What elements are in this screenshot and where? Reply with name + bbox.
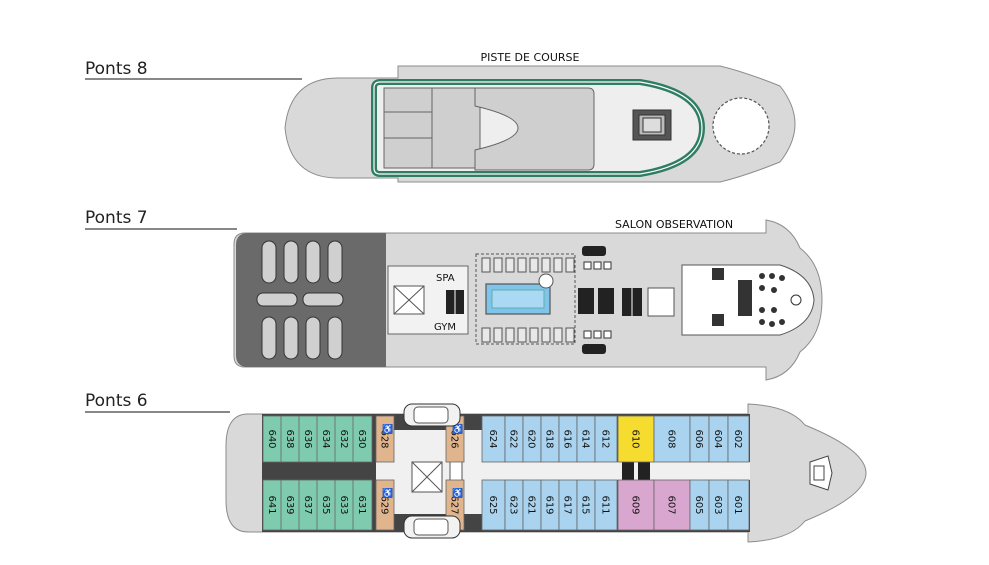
- cabin-628: [375, 415, 395, 463]
- cabin-number: 602: [732, 429, 743, 448]
- cabin-631: [352, 479, 373, 531]
- cabin-630: [352, 415, 373, 463]
- deck-8-title: Ponts 8: [85, 59, 148, 79]
- cabin-number: 612: [600, 429, 611, 448]
- deck-7-title: Ponts 7: [85, 208, 148, 228]
- cabin-number: 628: [379, 429, 390, 448]
- cabin-number: 601: [732, 495, 743, 514]
- pool-bar: [578, 288, 614, 314]
- jacuzzi: [538, 273, 554, 289]
- cabin-number: 605: [693, 495, 704, 514]
- spa-label: SPA: [436, 273, 455, 284]
- lifeboats: [256, 240, 344, 360]
- accessible-cabin-icon: ♿: [452, 487, 463, 498]
- cabin-number: 634: [320, 429, 331, 448]
- cabin-number: 638: [284, 429, 295, 448]
- accessible-cabin-icon: ♿: [452, 423, 463, 434]
- cabin-number: 616: [562, 429, 573, 448]
- running-track-label: PISTE DE COURSE: [481, 51, 580, 64]
- cabin-number: 641: [266, 495, 277, 514]
- sun-loungers-top: [481, 257, 575, 273]
- lounge-seating: [712, 268, 802, 327]
- cabin-number: 618: [544, 429, 555, 448]
- tables-top: [583, 261, 612, 339]
- cabin-601: [727, 479, 750, 531]
- pool-deck: [475, 253, 576, 345]
- cabin-number: 603: [712, 495, 723, 514]
- cabin-number: 630: [356, 429, 367, 448]
- deck-8: Ponts 8 PISTE DE COURSE: [85, 51, 796, 183]
- cabin-number: 631: [356, 495, 367, 514]
- tender-bottom: [403, 515, 461, 539]
- cabin-number: 606: [693, 429, 704, 448]
- cabin-number: 622: [508, 429, 519, 448]
- cabin-number: 617: [562, 495, 573, 514]
- deck-6-title: Ponts 6: [85, 391, 148, 411]
- cabin-number: 608: [666, 429, 677, 448]
- cabin-number: 629: [379, 495, 390, 514]
- cabin-610: [617, 415, 655, 463]
- cabin-number: 623: [508, 495, 519, 514]
- cabin-number: 626: [449, 429, 460, 448]
- anchor-windlass: [809, 455, 833, 491]
- accessible-cabin-icon: ♿: [382, 423, 393, 434]
- cabin-number: 604: [712, 429, 723, 448]
- cabin-number: 637: [302, 495, 313, 514]
- cabin-number: 615: [580, 495, 591, 514]
- cabin-number: 633: [338, 495, 349, 514]
- deck-7: Ponts 7 SPA GYM: [85, 208, 823, 381]
- cabin-number: 636: [302, 429, 313, 448]
- cabin-number: 625: [487, 495, 498, 514]
- tender-top: [403, 403, 461, 427]
- cabin-629: [375, 479, 395, 531]
- sun-deck-lounge: [474, 87, 595, 171]
- cabin-number: 635: [320, 495, 331, 514]
- cabin-number: 611: [600, 495, 611, 514]
- cabin-number: 627: [449, 495, 460, 514]
- cabin-608: [653, 415, 691, 463]
- cabin-607: [653, 479, 691, 531]
- cabin-number: 632: [338, 429, 349, 448]
- cabin-number: 609: [630, 495, 641, 514]
- cabin-number: 621: [526, 495, 537, 514]
- cabin-612: [594, 415, 618, 463]
- helipad-circle: [712, 97, 770, 155]
- cabin-number: 624: [487, 429, 498, 448]
- cabin-number: 607: [666, 495, 677, 514]
- cabin-611: [594, 479, 618, 531]
- cabin-number: 610: [630, 429, 641, 448]
- cabin-number: 619: [544, 495, 555, 514]
- cabin-602: [727, 415, 750, 463]
- sun-loungers-bottom: [481, 327, 575, 343]
- cabin-number: 640: [266, 429, 277, 448]
- cabin-609: [617, 479, 655, 531]
- observation-lounge-label: SALON OBSERVATION: [615, 218, 733, 231]
- cabin-number: 639: [284, 495, 295, 514]
- accessible-cabin-icon: ♿: [382, 487, 393, 498]
- cabin-number: 614: [580, 429, 591, 448]
- cabin-number: 620: [526, 429, 537, 448]
- gym-label: GYM: [434, 322, 456, 333]
